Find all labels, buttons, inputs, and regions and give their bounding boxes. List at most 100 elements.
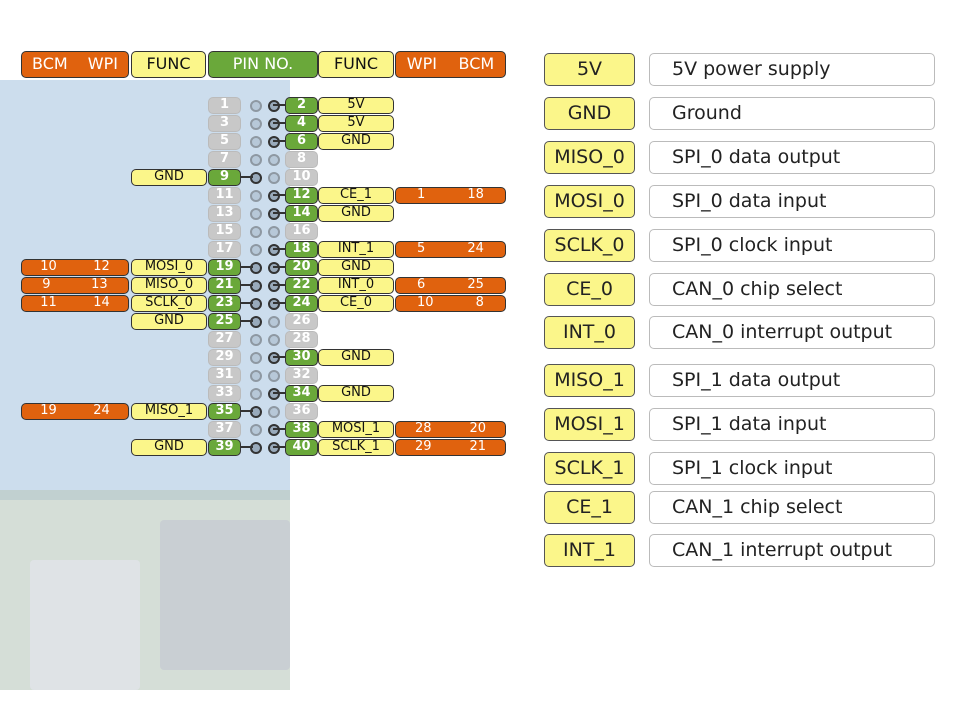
pin-hole-right: [268, 136, 280, 148]
pin-link-right: [273, 302, 285, 304]
bcm-number: 19: [40, 403, 57, 418]
func-right: INT_0: [318, 277, 394, 294]
gpio-right: 10 8: [395, 295, 506, 312]
func-right: GND: [318, 349, 394, 366]
pin-16: 16: [285, 223, 318, 240]
pin-hole-right: [268, 118, 280, 130]
pin-32: 32: [285, 367, 318, 384]
pin-hole-right: [268, 334, 280, 346]
legend-description: SPI_0 clock input: [649, 229, 935, 262]
pin-hole-right: [268, 442, 280, 454]
pin-hole-left: [250, 172, 262, 184]
pin-hole-right: [268, 280, 280, 292]
func-right: GND: [318, 133, 394, 150]
pin-hole-left: [250, 136, 262, 148]
header-bcm: BCM: [458, 54, 495, 73]
bcm-number: 11: [40, 295, 57, 310]
wpi-number: 14: [93, 295, 110, 310]
header-pin-no: PIN NO.: [208, 51, 318, 78]
pin-19: 19: [208, 259, 241, 276]
pin-23: 23: [208, 295, 241, 312]
legend-description: CAN_1 interrupt output: [649, 534, 935, 567]
pin-link-right: [273, 356, 285, 358]
func-left: MISO_1: [131, 403, 207, 420]
pin-hole-right: [268, 154, 280, 166]
wpi-number: 1: [417, 187, 426, 202]
pin-hole-left: [250, 442, 262, 454]
legend-description: CAN_0 chip select: [649, 273, 935, 306]
pin-link-right: [273, 248, 285, 250]
wpi-number: 12: [93, 259, 110, 274]
pin-hole-right: [268, 406, 280, 418]
legend-label: MOSI_0: [544, 185, 635, 218]
pin-hole-left: [250, 118, 262, 130]
func-right: MOSI_1: [318, 421, 394, 438]
legend-description: CAN_0 interrupt output: [649, 316, 935, 349]
func-right: CE_1: [318, 187, 394, 204]
func-right: 5V: [318, 115, 394, 132]
pin-hole-right: [268, 316, 280, 328]
pin-3: 3: [208, 115, 241, 132]
func-left: GND: [131, 313, 207, 330]
func-right: 5V: [318, 97, 394, 114]
pin-link-left: [241, 302, 253, 304]
pin-27: 27: [208, 331, 241, 348]
legend-description: SPI_0 data output: [649, 141, 935, 174]
legend-description: SPI_0 data input: [649, 185, 935, 218]
func-left: GND: [131, 169, 207, 186]
gpio-right: 1 18: [395, 187, 506, 204]
func-right: CE_0: [318, 295, 394, 312]
legend-label: SCLK_0: [544, 229, 635, 262]
func-right: GND: [318, 259, 394, 276]
wpi-number: 24: [93, 403, 110, 418]
pin-hole-left: [250, 100, 262, 112]
pin-hole-left: [250, 280, 262, 292]
pin-hole-right: [268, 352, 280, 364]
pin-35: 35: [208, 403, 241, 420]
pin-hole-right: [268, 370, 280, 382]
pin-11: 11: [208, 187, 241, 204]
pin-22: 22: [285, 277, 318, 294]
pin-20: 20: [285, 259, 318, 276]
legend-label: GND: [544, 97, 635, 130]
pin-link-left: [241, 410, 253, 412]
pin-21: 21: [208, 277, 241, 294]
pin-33: 33: [208, 385, 241, 402]
func-right: SCLK_1: [318, 439, 394, 456]
header-func-right: FUNC: [318, 51, 394, 78]
legend-label: INT_0: [544, 316, 635, 349]
legend-description: SPI_1 data output: [649, 364, 935, 397]
pin-link-right: [273, 428, 285, 430]
legend-label: CE_1: [544, 491, 635, 524]
pin-hole-left: [250, 334, 262, 346]
legend-description: SPI_1 data input: [649, 408, 935, 441]
pin-link-right: [273, 212, 285, 214]
pin-hole-left: [250, 388, 262, 400]
pin-28: 28: [285, 331, 318, 348]
pin-25: 25: [208, 313, 241, 330]
pin-hole-left: [250, 190, 262, 202]
bcm-number: 8: [475, 295, 484, 310]
wpi-number: 13: [91, 277, 108, 292]
pin-24: 24: [285, 295, 318, 312]
bcm-number: 9: [42, 277, 51, 292]
pin-hole-left: [250, 370, 262, 382]
pin-hole-right: [268, 226, 280, 238]
legend-label: 5V: [544, 53, 635, 86]
pin-link-left: [241, 320, 253, 322]
pin-link-left: [241, 266, 253, 268]
header-func-left: FUNC: [131, 51, 206, 78]
pin-2: 2: [285, 97, 318, 114]
pin-hole-right: [268, 244, 280, 256]
pin-39: 39: [208, 439, 241, 456]
pin-hole-left: [250, 316, 262, 328]
bcm-number: 18: [467, 187, 484, 202]
pin-6: 6: [285, 133, 318, 150]
pin-12: 12: [285, 187, 318, 204]
pin-hole-left: [250, 208, 262, 220]
func-left: GND: [131, 439, 207, 456]
pin-link-right: [273, 194, 285, 196]
pin-30: 30: [285, 349, 318, 366]
wpi-number: 10: [417, 295, 434, 310]
